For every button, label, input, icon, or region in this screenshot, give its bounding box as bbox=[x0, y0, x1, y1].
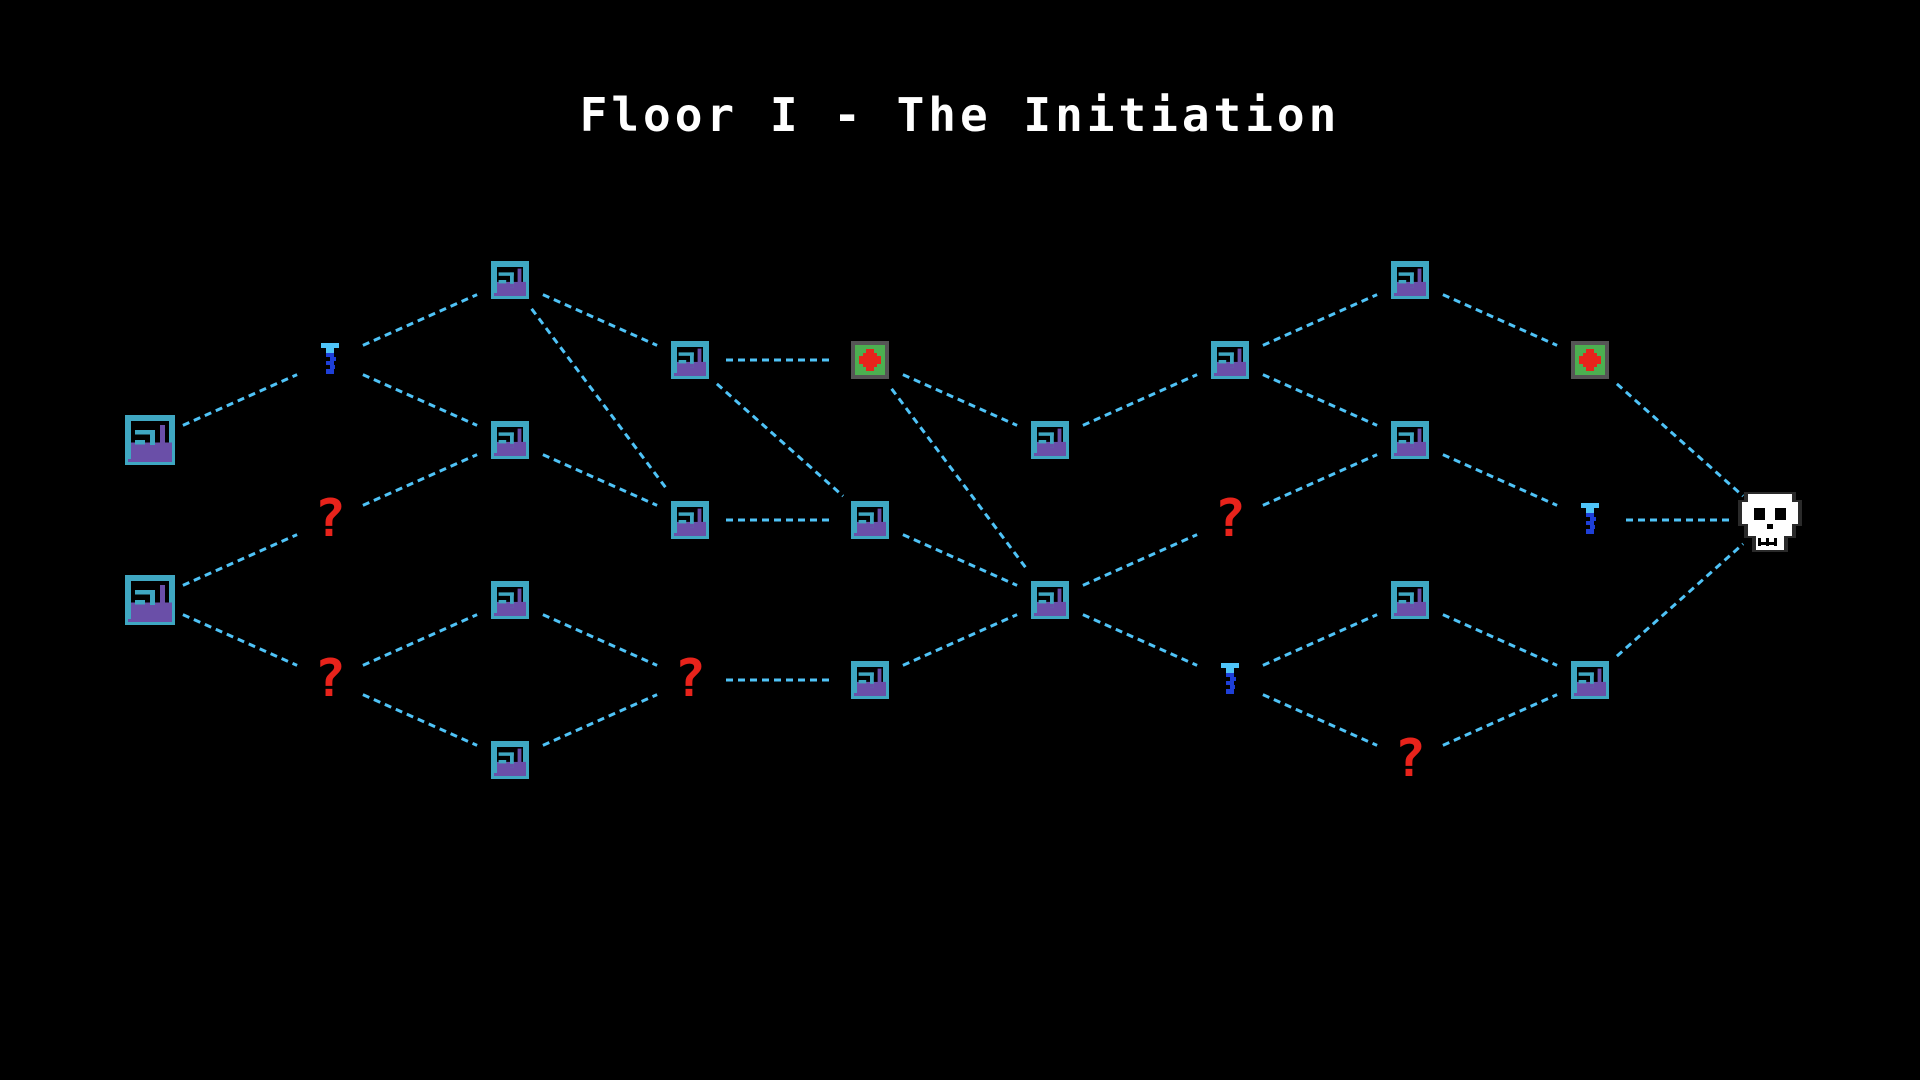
battle-icon bbox=[1031, 581, 1069, 619]
battle-icon bbox=[671, 341, 709, 379]
battle-node[interactable] bbox=[1391, 421, 1429, 459]
battle-icon bbox=[491, 581, 529, 619]
mystery-icon: ? bbox=[1214, 489, 1245, 549]
battle-icon bbox=[1211, 341, 1249, 379]
battle-node[interactable] bbox=[125, 575, 175, 625]
path-line bbox=[1262, 693, 1378, 747]
rest-icon bbox=[1571, 341, 1609, 379]
floor-title: Floor I - The Initiation bbox=[579, 88, 1341, 142]
path-line bbox=[1082, 613, 1198, 667]
battle-node[interactable] bbox=[491, 581, 529, 619]
path-line bbox=[715, 382, 845, 498]
path-line bbox=[902, 373, 1018, 427]
mystery-icon: ? bbox=[1394, 729, 1425, 789]
battle-node[interactable] bbox=[671, 341, 709, 379]
path-line bbox=[542, 613, 658, 667]
path-line bbox=[542, 453, 658, 507]
battle-icon bbox=[1571, 661, 1609, 699]
path-line bbox=[362, 373, 478, 427]
path-line bbox=[542, 693, 658, 747]
mystery-icon: ? bbox=[314, 489, 345, 549]
battle-node[interactable] bbox=[1391, 581, 1429, 619]
mystery-node[interactable]: ? bbox=[314, 649, 345, 709]
path-line bbox=[530, 307, 670, 493]
battle-node[interactable] bbox=[671, 501, 709, 539]
battle-icon bbox=[491, 261, 529, 299]
path-line bbox=[362, 613, 478, 667]
battle-node[interactable] bbox=[1391, 261, 1429, 299]
battle-node[interactable] bbox=[1031, 581, 1069, 619]
battle-node[interactable] bbox=[491, 261, 529, 299]
path-line bbox=[362, 693, 478, 747]
battle-node[interactable] bbox=[125, 415, 175, 465]
rest-node[interactable] bbox=[851, 341, 889, 379]
path-line bbox=[542, 293, 658, 347]
battle-icon bbox=[125, 575, 175, 625]
path-line bbox=[1615, 542, 1745, 658]
mystery-node[interactable]: ? bbox=[674, 649, 705, 709]
battle-icon bbox=[491, 741, 529, 779]
battle-icon bbox=[671, 501, 709, 539]
battle-icon bbox=[851, 661, 889, 699]
path-line bbox=[1262, 613, 1378, 667]
battle-node[interactable] bbox=[1031, 421, 1069, 459]
shop-icon bbox=[1221, 663, 1239, 694]
battle-icon bbox=[851, 501, 889, 539]
path-line bbox=[1615, 382, 1745, 498]
map-nodes: ????? bbox=[125, 261, 1802, 789]
battle-node[interactable] bbox=[1211, 341, 1249, 379]
path-line bbox=[362, 453, 478, 507]
path-line bbox=[182, 533, 298, 587]
path-line bbox=[1442, 293, 1558, 347]
rest-icon bbox=[851, 341, 889, 379]
path-line bbox=[1442, 693, 1558, 747]
path-line bbox=[890, 387, 1030, 573]
path-line bbox=[362, 293, 478, 347]
path-line bbox=[1082, 373, 1198, 427]
battle-icon bbox=[1391, 421, 1429, 459]
path-line bbox=[1262, 373, 1378, 427]
shop-node[interactable] bbox=[321, 343, 339, 374]
battle-icon bbox=[125, 415, 175, 465]
battle-icon bbox=[1391, 261, 1429, 299]
svg-text:?: ? bbox=[674, 649, 705, 709]
battle-icon bbox=[1031, 421, 1069, 459]
skull-icon bbox=[1738, 492, 1802, 552]
battle-icon bbox=[491, 421, 529, 459]
battle-node[interactable] bbox=[851, 501, 889, 539]
shop-icon bbox=[321, 343, 339, 374]
mystery-icon: ? bbox=[314, 649, 345, 709]
path-line bbox=[1442, 453, 1558, 507]
path-line bbox=[182, 373, 298, 427]
mystery-node[interactable]: ? bbox=[314, 489, 345, 549]
svg-text:?: ? bbox=[314, 489, 345, 549]
battle-node[interactable] bbox=[1571, 661, 1609, 699]
battle-icon bbox=[1391, 581, 1429, 619]
rest-node[interactable] bbox=[1571, 341, 1609, 379]
battle-node[interactable] bbox=[491, 421, 529, 459]
path-line bbox=[1442, 613, 1558, 667]
mystery-icon: ? bbox=[674, 649, 705, 709]
path-line bbox=[182, 613, 298, 667]
mystery-node[interactable]: ? bbox=[1214, 489, 1245, 549]
shop-icon bbox=[1581, 503, 1599, 534]
path-line bbox=[902, 613, 1018, 667]
shop-node[interactable] bbox=[1581, 503, 1599, 534]
battle-node[interactable] bbox=[851, 661, 889, 699]
path-line bbox=[1082, 533, 1198, 587]
svg-text:?: ? bbox=[1394, 729, 1425, 789]
path-line bbox=[902, 533, 1018, 587]
svg-text:?: ? bbox=[1214, 489, 1245, 549]
shop-node[interactable] bbox=[1221, 663, 1239, 694]
path-line bbox=[1262, 453, 1378, 507]
svg-text:?: ? bbox=[314, 649, 345, 709]
boss-node[interactable] bbox=[1738, 492, 1802, 552]
path-lines bbox=[182, 293, 1745, 747]
path-line bbox=[1262, 293, 1378, 347]
mystery-node[interactable]: ? bbox=[1394, 729, 1425, 789]
battle-node[interactable] bbox=[491, 741, 529, 779]
